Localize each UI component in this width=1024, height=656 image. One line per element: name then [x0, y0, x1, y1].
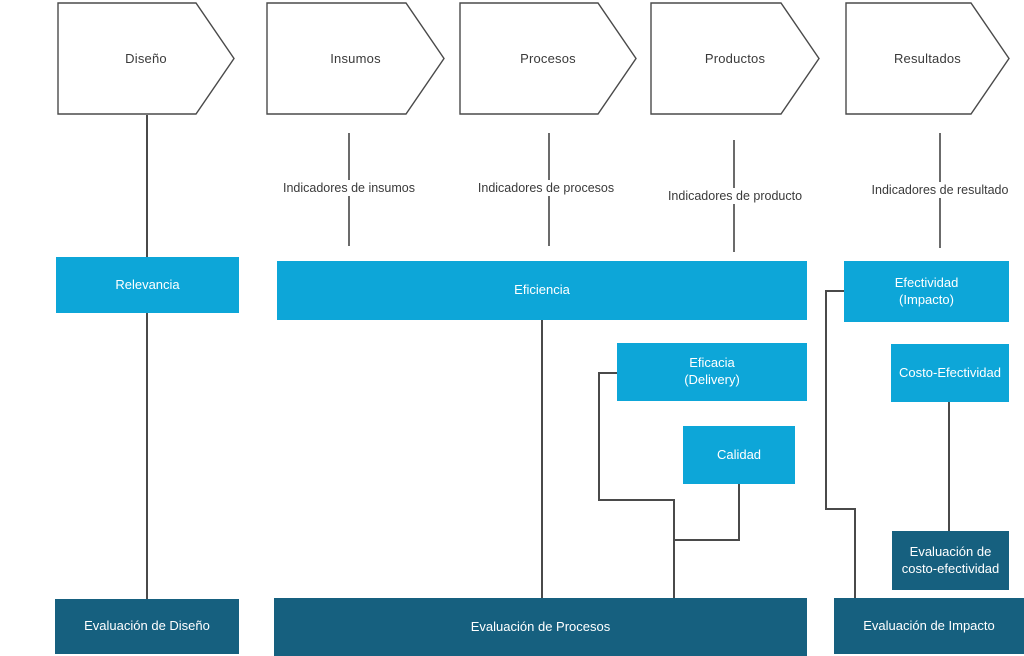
box-label-line1: Efectividad [894, 274, 959, 290]
box-evaluacion-procesos: Evaluación de Procesos [274, 598, 807, 656]
box-label-line1: Evaluación de [909, 543, 992, 559]
stage-chevron-procesos: Procesos [459, 2, 637, 115]
connector-eficacia-across [598, 499, 675, 501]
connector-diseno-column [146, 115, 148, 599]
box-evaluacion-costo-efectividad: Evaluación de costo-efectividad [892, 531, 1009, 590]
box-costo-efectividad: Costo-Efectividad [891, 344, 1009, 402]
box-evaluacion-impacto: Evaluación de Impacto [834, 598, 1024, 654]
stage-label: Insumos [330, 51, 381, 66]
box-label: Evaluación de Impacto [863, 617, 995, 633]
box-label: Relevancia [115, 276, 180, 292]
stage-chevron-resultados: Resultados [845, 2, 1010, 115]
stage-label: Diseño [125, 51, 167, 66]
connector-eficacia-stub [598, 372, 617, 374]
chevron-outline-icon [57, 2, 235, 115]
stage-label: Resultados [893, 51, 962, 66]
connector-efectividad-down [825, 290, 827, 510]
indicator-label-resultado: Indicadores de resultado [867, 182, 1013, 198]
chevron-outline-icon [266, 2, 445, 115]
box-label: Eficiencia [514, 282, 570, 298]
box-eficiencia: Eficiencia [277, 261, 807, 320]
box-label-line1: Eficacia [689, 355, 735, 371]
chevron-outline-icon [650, 2, 820, 115]
stage-chevron-productos: Productos [650, 2, 820, 115]
connector-calidad-down [738, 484, 740, 541]
box-eficacia-delivery: Eficacia (Delivery) [617, 343, 807, 401]
box-label: Evaluación de Procesos [470, 618, 611, 634]
box-label: Calidad [716, 446, 762, 462]
box-label-line2: costo-efectividad [901, 560, 1000, 576]
box-evaluacion-diseno: Evaluación de Diseño [55, 599, 239, 654]
stage-chevron-diseno: Diseño [57, 2, 235, 115]
box-calidad: Calidad [683, 426, 795, 484]
connector-efectividad-stub [825, 290, 844, 292]
stage-label: Productos [704, 51, 766, 66]
connector-eficiencia-evaluacion [541, 320, 543, 598]
indicator-label-insumos: Indicadores de insumos [278, 180, 420, 196]
connector-costo-efectividad [948, 402, 950, 531]
chevron-outline-icon [845, 2, 1010, 115]
indicator-label-procesos: Indicadores de procesos [473, 180, 619, 196]
connector-calidad-across [673, 539, 740, 541]
box-label: Evaluación de Diseño [84, 618, 210, 634]
indicator-label-producto: Indicadores de producto [663, 188, 807, 204]
stage-label: Procesos [520, 51, 576, 66]
chevron-outline-icon [459, 2, 637, 115]
box-label-line2: (Impacto) [899, 291, 954, 307]
stage-chevron-insumos: Insumos [266, 2, 445, 115]
connector-junction-down [673, 499, 675, 598]
box-efectividad-impacto: Efectividad (Impacto) [844, 261, 1009, 322]
box-relevancia: Relevancia [56, 257, 239, 313]
box-label: Costo-Efectividad [899, 364, 1001, 380]
connector-impacto-down [854, 508, 856, 598]
connector-eficacia-down [598, 372, 600, 500]
connector-efectividad-across [825, 508, 856, 510]
box-label-line2: (Delivery) [684, 372, 740, 387]
